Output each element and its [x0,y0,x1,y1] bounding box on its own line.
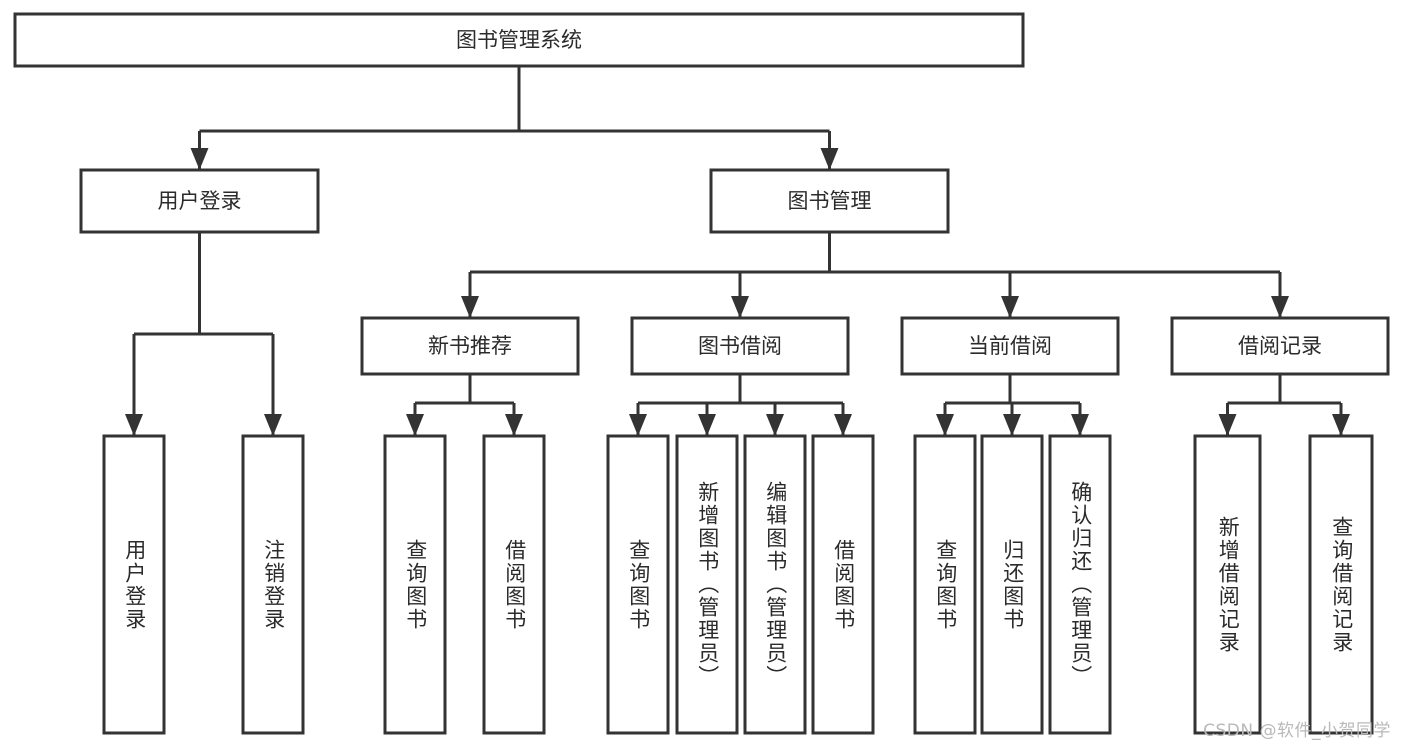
arrow-head-icon [1003,414,1021,436]
node-box-注销登录[interactable] [241,434,305,735]
arrow-head-icon [190,148,209,170]
arrow-head-icon [936,414,954,436]
node-box-查询图书[interactable] [913,434,977,735]
arrow-head-icon [629,414,647,436]
node-box-图书管理[interactable] [709,168,950,234]
node-box-借阅图书[interactable] [482,434,546,735]
node-box-图书管理系统[interactable] [13,12,1025,68]
arrow-head-icon [505,414,523,436]
node-label-当前借阅: 当前借阅 [968,334,1052,358]
arrow-head-icon [1271,296,1289,318]
node-box-当前借阅[interactable] [900,316,1120,376]
connectors-layer [125,66,1350,436]
node-box-新书推荐[interactable] [360,316,580,376]
boxes-layer [13,12,1390,735]
arrow-head-icon [1071,414,1089,436]
node-box-借阅图书[interactable] [811,434,875,735]
node-box-新增图书管理员[interactable] [675,434,739,735]
node-label-新书推荐: 新书推荐 [428,334,512,358]
node-box-新增借阅记录[interactable] [1193,434,1262,735]
arrow-head-icon [406,414,424,436]
node-box-图书借阅[interactable] [630,316,850,376]
node-label-图书管理: 图书管理 [788,189,872,213]
arrow-head-icon [1218,414,1237,436]
arrow-head-icon [125,414,143,436]
node-label-借阅记录: 借阅记录 [1238,334,1322,358]
node-box-用户登录[interactable] [79,168,320,234]
arrow-head-icon [264,414,282,436]
arrow-head-icon [698,414,716,436]
arrow-head-icon [731,296,749,318]
node-box-编辑图书管理员[interactable] [743,434,807,735]
node-box-查询图书[interactable] [383,434,447,735]
node-label-图书借阅: 图书借阅 [698,334,782,358]
node-box-查询图书[interactable] [606,434,670,735]
node-box-归还图书[interactable] [980,434,1044,735]
node-label-用户登录: 用户登录 [158,189,242,213]
node-box-确认归还管理员[interactable] [1048,434,1112,735]
arrow-head-icon [820,148,839,170]
node-box-用户登录[interactable] [102,434,166,735]
arrow-head-icon [461,296,479,318]
arrow-head-icon [766,414,784,436]
node-box-借阅记录[interactable] [1170,316,1390,376]
node-box-查询借阅记录[interactable] [1308,434,1374,735]
arrow-head-icon [1001,296,1019,318]
watermark-text: CSDN @软件_小贺同学 [1203,721,1391,741]
arrow-head-icon [834,414,852,436]
arrow-head-icon [1332,414,1350,436]
node-label-图书管理系统: 图书管理系统 [456,28,582,52]
